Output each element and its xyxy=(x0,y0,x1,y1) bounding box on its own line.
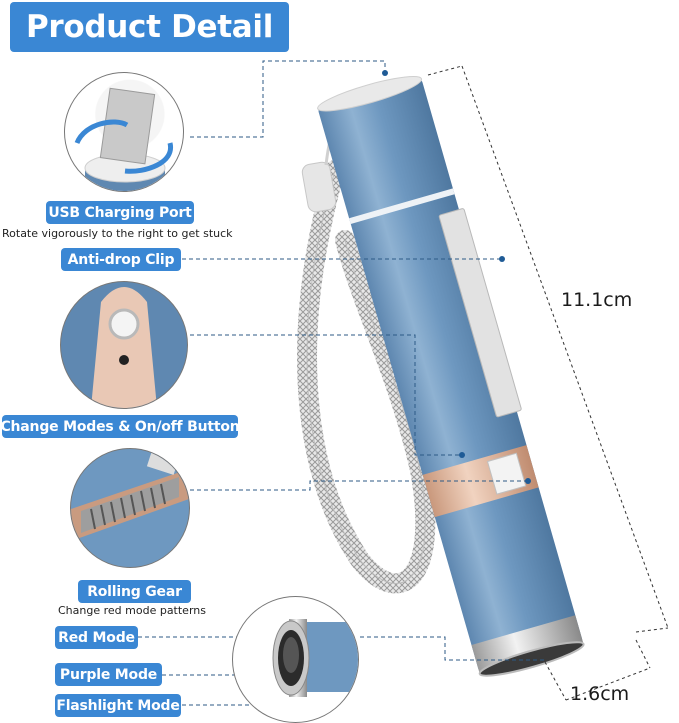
diameter-dimension: 1.6cm xyxy=(570,683,630,705)
length-dimension: 11.1cm xyxy=(561,289,633,311)
rolling-gear-note: Change red mode patterns xyxy=(58,604,206,617)
lens-head-detail-image xyxy=(232,596,359,723)
rolling-gear-detail-image xyxy=(70,448,190,568)
page-title: Product Detail xyxy=(10,2,289,52)
red-mode-label: Red Mode xyxy=(55,626,138,649)
mode-button-label: Change Modes & On/off Button xyxy=(0,415,240,438)
mode-button-detail-image xyxy=(60,281,188,409)
anti-drop-clip-label: Anti-drop Clip xyxy=(61,248,181,271)
usb-charging-port-note: Rotate vigorously to the right to get st… xyxy=(2,227,233,240)
usb-charging-port-label: USB Charging Port xyxy=(46,201,194,224)
rolling-gear-label: Rolling Gear xyxy=(78,580,191,603)
flashlight-mode-label: Flashlight Mode xyxy=(55,694,181,717)
usb-port-detail-image xyxy=(64,72,184,192)
purple-mode-label: Purple Mode xyxy=(55,663,162,686)
